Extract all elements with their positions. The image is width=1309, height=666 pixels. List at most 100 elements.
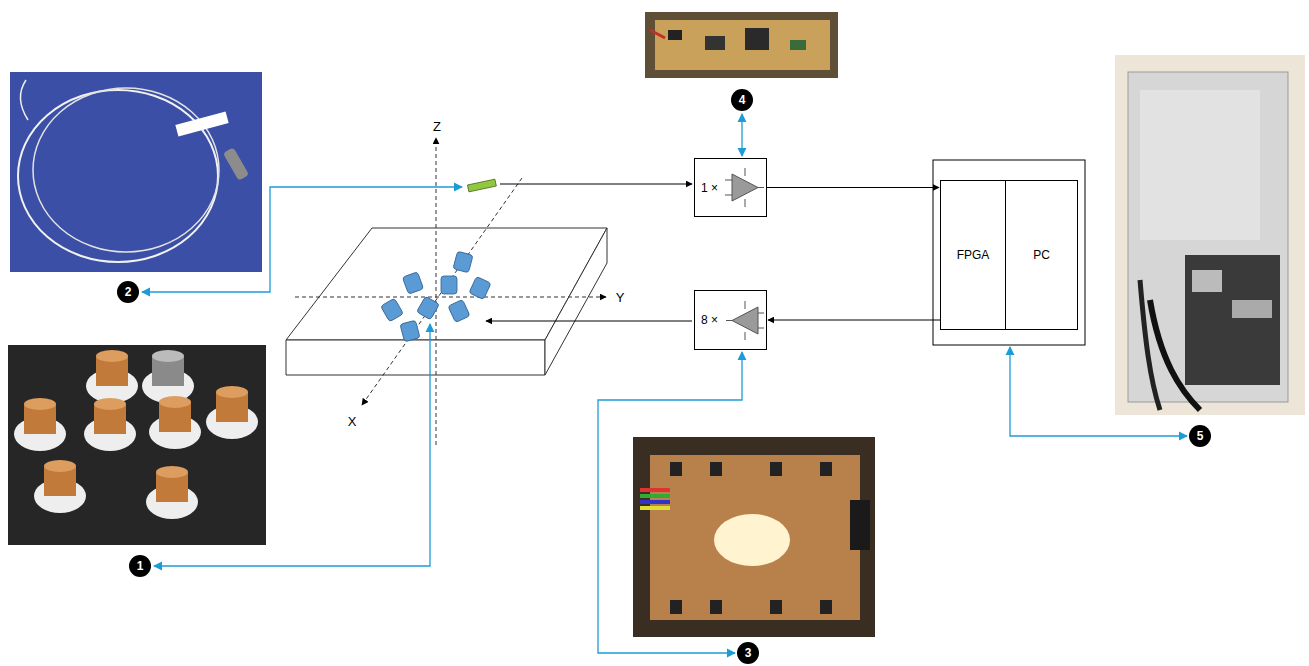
callout-discs-part bbox=[731, 89, 753, 111]
chassis-photo-part bbox=[1128, 72, 1288, 402]
coil-cylinders-part bbox=[469, 276, 491, 299]
amplifier-symbol-part bbox=[726, 301, 764, 340]
amplifier-symbol bbox=[726, 301, 764, 340]
driver-board-photo-part bbox=[650, 455, 860, 620]
axis-label: X bbox=[348, 414, 357, 429]
callout-number: 2 bbox=[125, 285, 132, 300]
leader-lines-part bbox=[154, 324, 430, 566]
leader-lines-part bbox=[142, 187, 462, 292]
coil-array-photo-part bbox=[8, 345, 266, 545]
leader-lines bbox=[142, 114, 1187, 653]
chassis-photo-part bbox=[1232, 300, 1272, 318]
coil bbox=[206, 386, 258, 439]
coil bbox=[142, 350, 194, 403]
chassis-photo-part bbox=[1140, 90, 1260, 240]
amplifier-box: 8 × bbox=[694, 290, 767, 350]
signal-arrows-part bbox=[500, 184, 692, 185]
amplifier-board-photo-part bbox=[650, 30, 665, 38]
coil-base-plate-part bbox=[545, 228, 607, 375]
coil-part bbox=[156, 466, 188, 478]
leader-lines-part bbox=[741, 114, 742, 156]
driver-board-photo-part bbox=[633, 437, 875, 637]
amplifier-symbol-part bbox=[725, 168, 764, 207]
amplifier-symbol-part bbox=[732, 307, 758, 334]
driver-board-photo bbox=[633, 437, 875, 637]
leader-lines-part bbox=[598, 352, 742, 653]
coil-part bbox=[24, 398, 56, 410]
driver-board-photo-part bbox=[640, 494, 670, 498]
chassis-photo-part bbox=[1115, 55, 1305, 415]
coil-cylinders-part bbox=[453, 251, 473, 273]
coordinate-axes-part bbox=[295, 297, 606, 298]
coil-cylinders-part bbox=[417, 296, 440, 320]
signal-arrows bbox=[486, 184, 692, 321]
callout-discs bbox=[117, 89, 1211, 664]
coil-part bbox=[152, 350, 184, 362]
leader-lines-part bbox=[1010, 347, 1187, 436]
coordinate-axes-part bbox=[436, 138, 437, 445]
callout-discs-part bbox=[1189, 425, 1211, 447]
amplifier-board-photo bbox=[645, 12, 838, 78]
amplifier-board-photo-part bbox=[645, 12, 838, 78]
coil bbox=[84, 398, 136, 451]
amplifier-board-photo-part bbox=[745, 28, 769, 50]
fiber-sensor-photo-part bbox=[20, 80, 28, 120]
callout-number: 3 bbox=[745, 646, 752, 661]
fiber-sensor-photo-part bbox=[18, 90, 218, 262]
driver-board-photo-part bbox=[640, 506, 670, 510]
signal-connector bbox=[768, 320, 940, 321]
driver-board-photo-part bbox=[770, 462, 782, 476]
axis-label: Z bbox=[433, 119, 441, 134]
fiber-sensor-photo-part bbox=[175, 111, 228, 136]
amplifier-board-photo-part bbox=[668, 30, 682, 40]
coil-part bbox=[216, 386, 248, 398]
coil-part bbox=[94, 398, 126, 410]
driver-board-photo-part bbox=[670, 462, 682, 476]
coil bbox=[34, 460, 86, 513]
coil-cylinders bbox=[381, 251, 491, 342]
signal-connector bbox=[767, 187, 939, 188]
coil bbox=[149, 396, 201, 449]
coil-part bbox=[44, 460, 76, 472]
fiber-sensor-photo-part bbox=[10, 72, 262, 272]
signal-arrows-part bbox=[486, 321, 692, 322]
driver-board-photo-part bbox=[850, 500, 870, 550]
callout-discs-part bbox=[117, 281, 139, 303]
driver-board-photo-part bbox=[714, 514, 790, 566]
callout-discs-part bbox=[737, 642, 759, 664]
chassis-photo-part bbox=[1185, 255, 1280, 385]
callout-number: 5 bbox=[1197, 429, 1204, 444]
amplifier-box: 1 × bbox=[694, 158, 767, 217]
node-text: 8 × bbox=[701, 313, 718, 327]
coil-array-photo bbox=[8, 345, 266, 545]
amplifier-board-photo-part bbox=[790, 40, 806, 50]
driver-board-photo-part bbox=[640, 488, 670, 492]
driver-board-photo-part bbox=[640, 500, 670, 504]
chassis-photo-part bbox=[1140, 280, 1160, 410]
chassis-photo bbox=[1115, 55, 1305, 415]
amplifier-board-photo-part bbox=[655, 20, 830, 70]
fpga-box: FPGA bbox=[940, 180, 1006, 330]
node-text: PC bbox=[1033, 248, 1050, 262]
coil-part bbox=[96, 350, 128, 362]
driver-board-photo-part bbox=[770, 600, 782, 614]
coil-cylinders-part bbox=[402, 272, 423, 294]
node-text: FPGA bbox=[957, 248, 990, 262]
coil-cylinders-part bbox=[441, 276, 457, 294]
fiber-sensor-photo bbox=[10, 72, 262, 272]
coil-base-plate bbox=[286, 228, 607, 375]
callout-number: 4 bbox=[739, 93, 746, 108]
driver-board-photo-part bbox=[820, 600, 832, 614]
coil-cylinders-part bbox=[381, 298, 404, 322]
node-text: 1 × bbox=[701, 181, 718, 195]
chassis-photo-part bbox=[1192, 270, 1222, 292]
pc-box: PC bbox=[1005, 180, 1078, 330]
controller-housing bbox=[933, 160, 1085, 345]
driver-board-photo-part bbox=[670, 600, 682, 614]
driver-board-photo-part bbox=[710, 462, 722, 476]
coil bbox=[14, 398, 66, 451]
driver-board-photo-part bbox=[820, 462, 832, 476]
coil-part bbox=[159, 396, 191, 408]
